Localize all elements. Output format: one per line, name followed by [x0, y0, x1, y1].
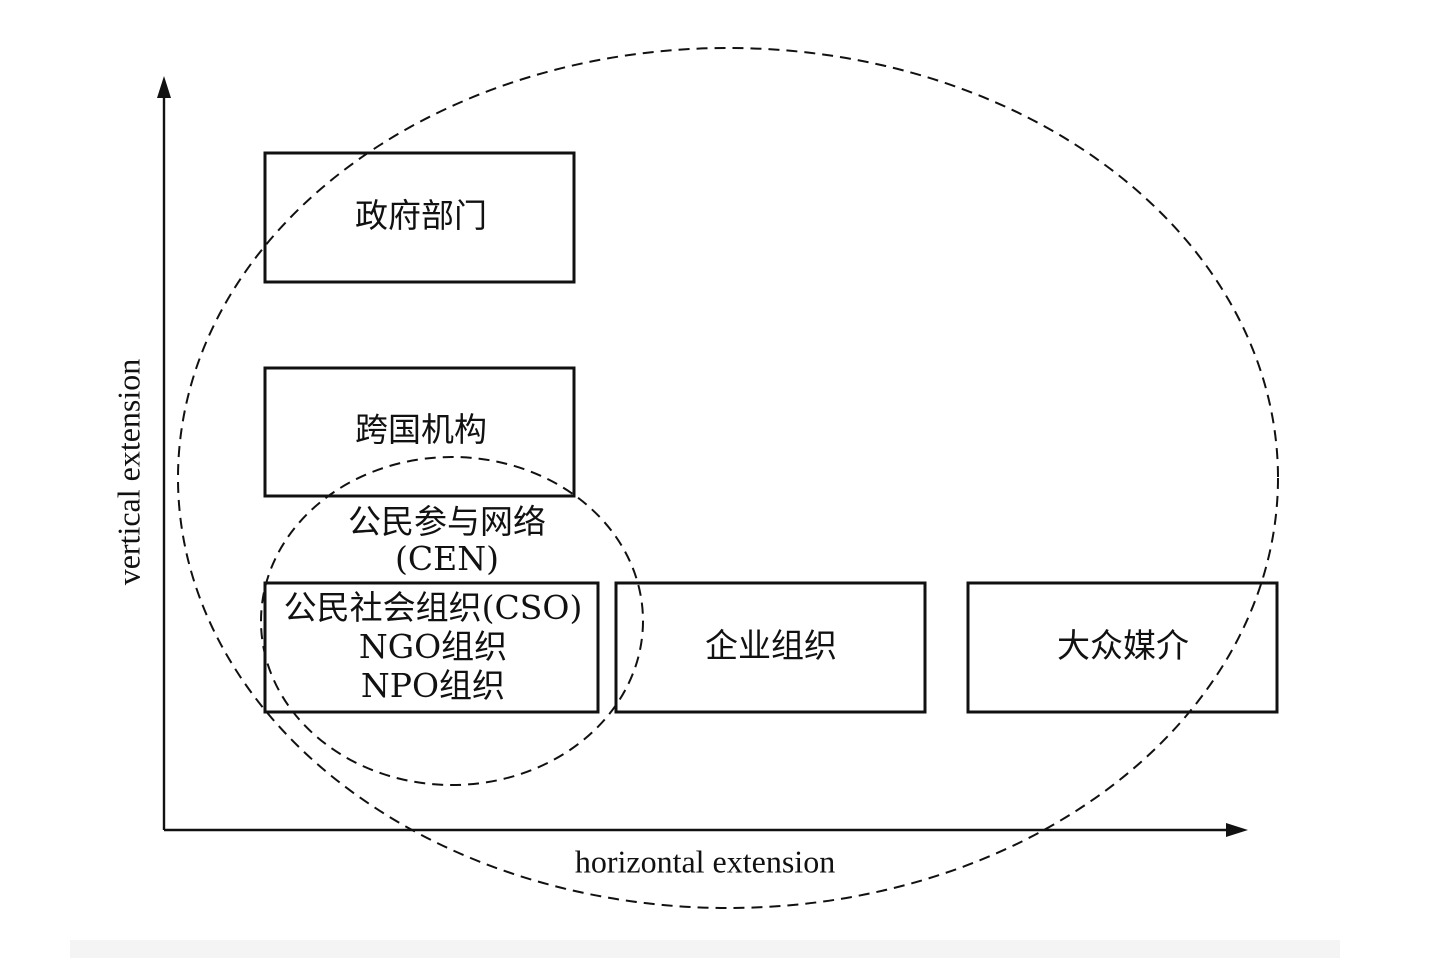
cen-label-line1: 公民参与网络	[348, 502, 546, 541]
y-axis-arrowhead	[157, 76, 171, 98]
enterprise-label: 企业组织	[705, 626, 837, 665]
node-enterprise: 企业组织	[614, 581, 927, 714]
axes: horizontal extension vertical extension	[110, 76, 1248, 879]
node-government: 政府部门	[263, 151, 576, 284]
x-axis-label: horizontal extension	[575, 843, 835, 879]
y-axis-label: vertical extension	[110, 359, 146, 586]
cso-label-line2: NGO组织	[359, 627, 507, 666]
node-media: 大众媒介	[966, 581, 1279, 714]
cen-group-label: 公民参与网络 (CEN)	[348, 502, 546, 578]
enterprise-box	[614, 581, 927, 714]
cen-dashed-ellipse	[260, 456, 644, 786]
cso-box	[263, 581, 600, 714]
node-cso: 公民社会组织(CSO) NGO组织 NPO组织	[263, 581, 600, 714]
government-box	[263, 151, 576, 284]
cso-label-line1: 公民社会组织(CSO)	[284, 588, 583, 627]
outer-dashed-ellipse	[177, 47, 1279, 909]
media-box	[966, 581, 1279, 714]
transnational-label: 跨国机构	[355, 410, 487, 449]
cso-label-line3: NPO组织	[361, 666, 505, 705]
transnational-box	[263, 366, 576, 498]
bottom-strip	[70, 940, 1340, 958]
x-axis-arrowhead	[1226, 823, 1248, 837]
media-label: 大众媒介	[1057, 626, 1189, 665]
government-label: 政府部门	[355, 196, 487, 235]
node-transnational: 跨国机构	[263, 366, 576, 498]
cen-label-line2: (CEN)	[395, 539, 499, 578]
